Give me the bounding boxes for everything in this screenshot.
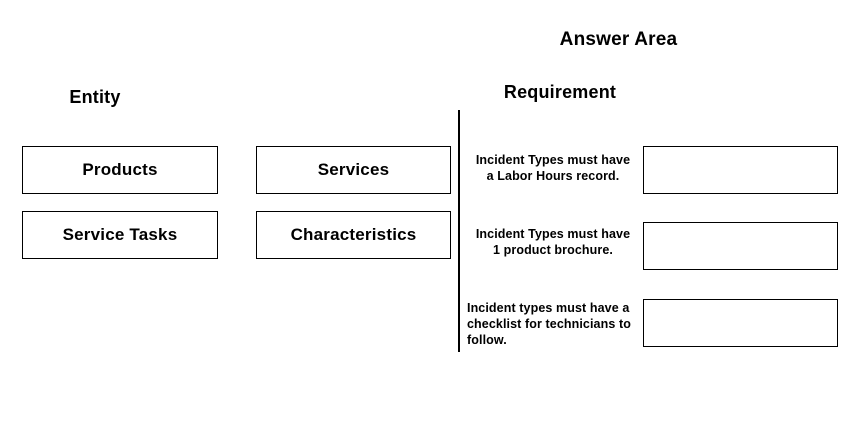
entity-option-label: Services xyxy=(317,160,390,179)
entity-option-service-tasks[interactable]: Service Tasks xyxy=(22,211,218,259)
answer-area-divider xyxy=(458,110,460,352)
entity-column-header: Entity xyxy=(69,87,121,107)
entity-option-products[interactable]: Products xyxy=(22,146,218,194)
answer-drop-zone-2[interactable] xyxy=(643,222,838,270)
entity-option-characteristics[interactable]: Characteristics xyxy=(256,211,451,259)
requirement-text-2: Incident Types must have 1 product broch… xyxy=(475,227,631,257)
entity-option-label: Service Tasks xyxy=(62,225,178,244)
answer-area-title-text: Answer Area xyxy=(559,29,678,50)
requirement-text-1: Incident Types must have a Labor Hours r… xyxy=(475,153,631,183)
requirement-column-header: Requirement xyxy=(503,82,617,102)
answer-drop-zone-1[interactable] xyxy=(643,146,838,194)
answer-area-title: Answer Area xyxy=(0,29,861,51)
answer-drop-zone-3[interactable] xyxy=(643,299,838,347)
entity-option-services[interactable]: Services xyxy=(256,146,451,194)
requirement-text-3: Incident types must have a checklist for… xyxy=(467,301,631,347)
entity-option-label: Products xyxy=(82,160,158,179)
entity-option-label: Characteristics xyxy=(290,225,417,244)
